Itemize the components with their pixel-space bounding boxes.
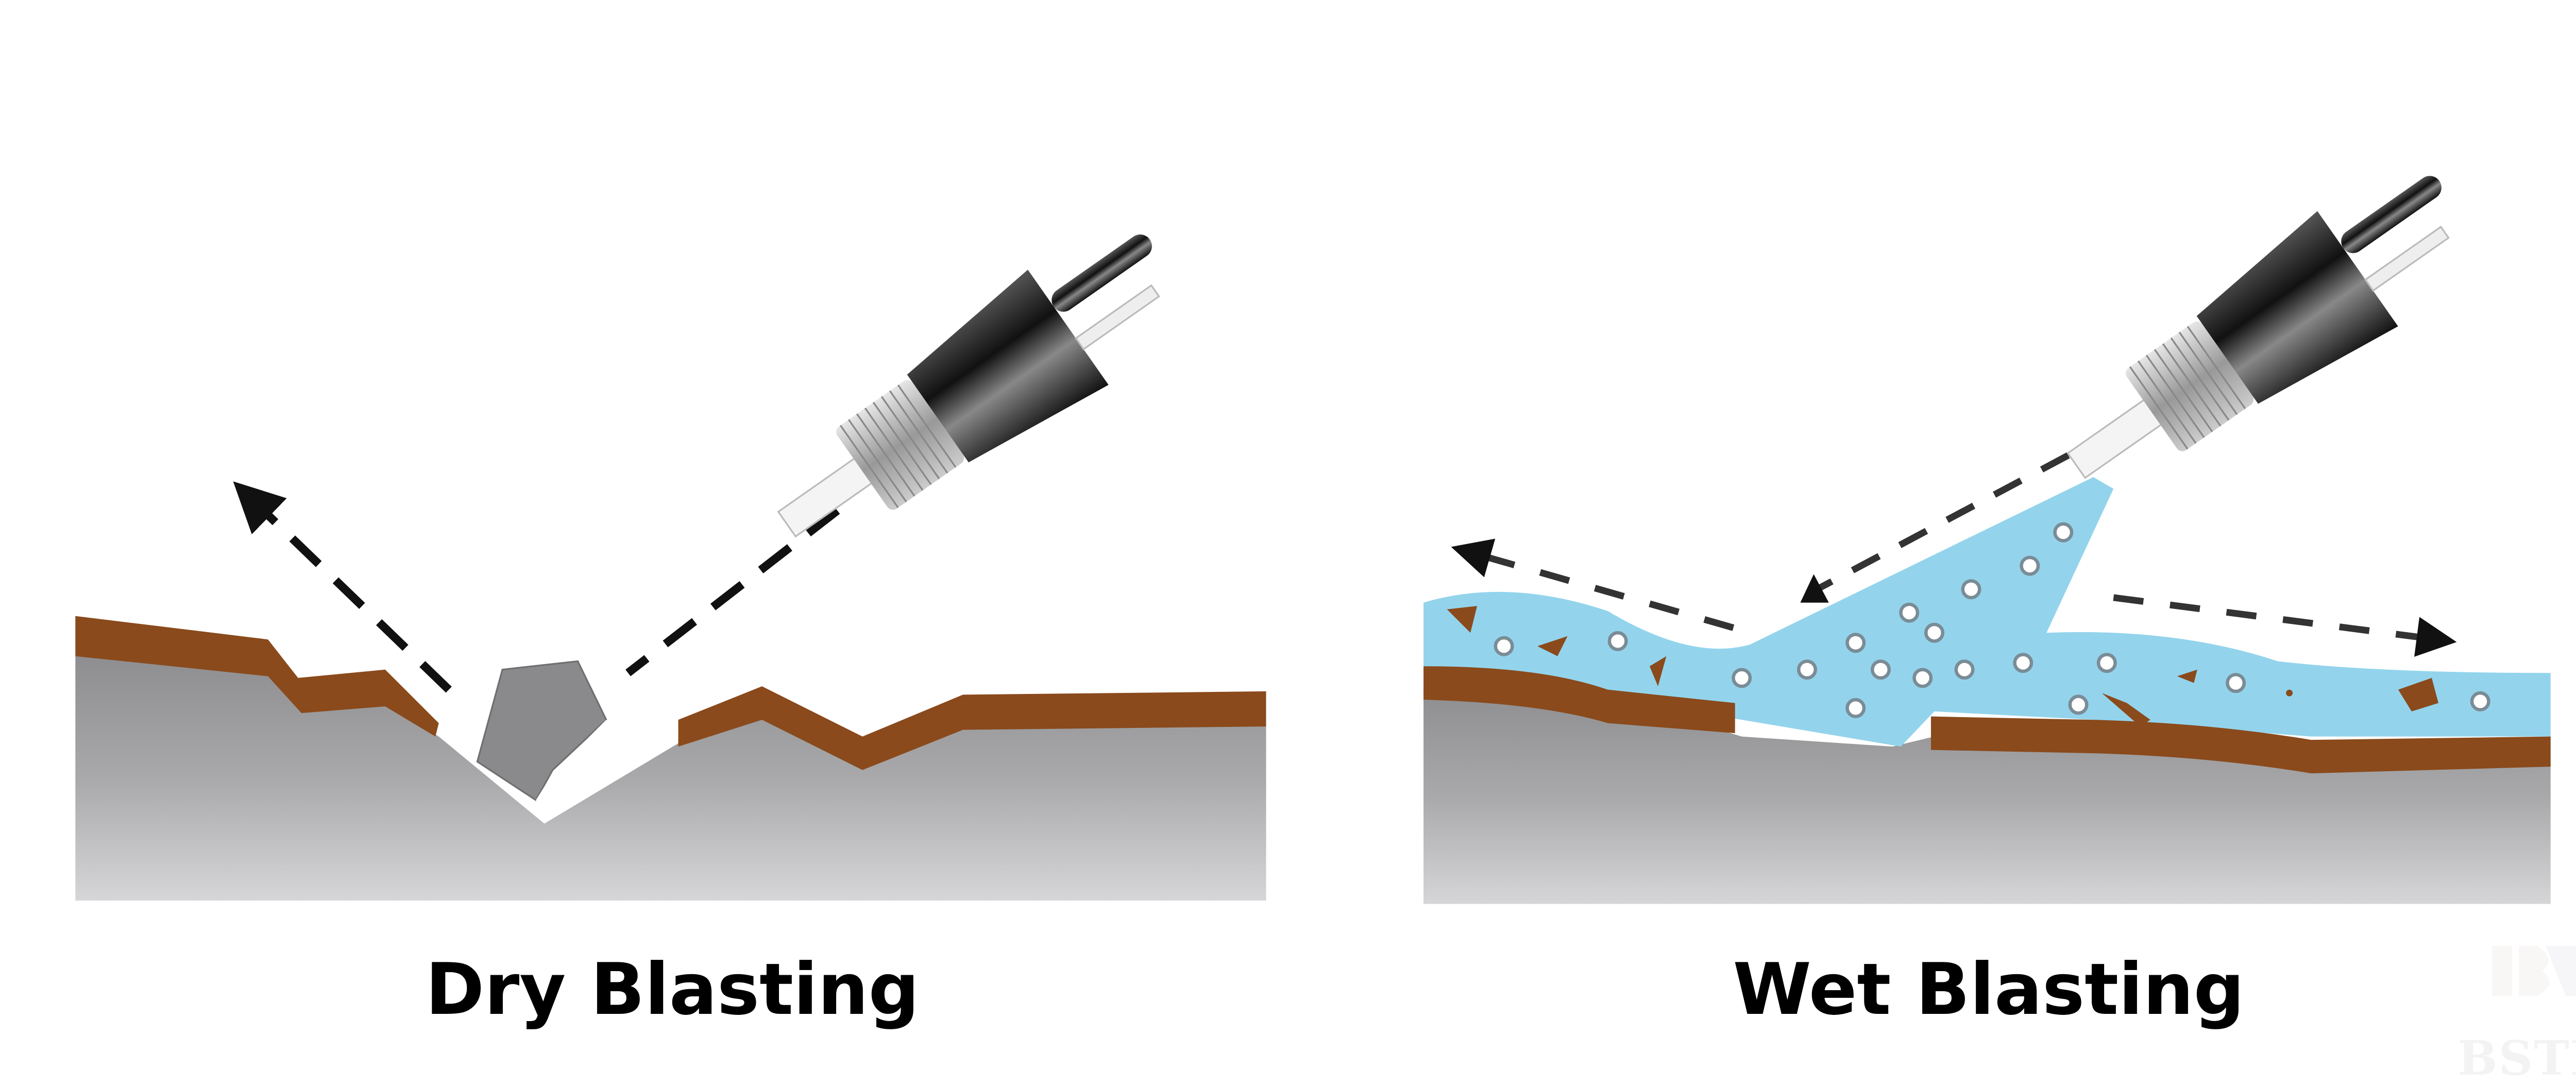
crater-highlight <box>536 720 679 824</box>
rebound-arrowhead <box>1800 574 1829 603</box>
dry-blasting-panel <box>75 201 1266 901</box>
incoming-path-arrow <box>625 507 840 676</box>
coating-layer <box>678 686 1266 770</box>
right-flow-arrow <box>2113 594 2457 657</box>
watermark-logo <box>2492 945 2576 996</box>
incoming-path-arrow <box>1815 452 2070 592</box>
blast-nozzle-icon <box>2035 143 2495 524</box>
dry-blasting-caption: Dry Blasting <box>425 948 920 1031</box>
abrasive-beads <box>1494 522 2490 718</box>
debris-particles <box>1447 606 2438 727</box>
left-flow-arrow <box>1451 538 1735 631</box>
watermark-text: BSTEC <box>2458 1030 2576 1086</box>
coating-layer <box>1423 666 1735 734</box>
water-slurry <box>1423 477 2551 747</box>
wet-blasting-caption: Wet Blasting <box>1733 948 2245 1031</box>
coating-layer <box>1930 716 2551 774</box>
substrate <box>1423 689 2551 904</box>
coating-layer <box>75 616 439 737</box>
substrate <box>75 656 1266 901</box>
wet-blasting-panel <box>1423 143 2551 904</box>
abrasive-particle <box>476 660 607 802</box>
rebound-path-arrow <box>233 481 452 693</box>
